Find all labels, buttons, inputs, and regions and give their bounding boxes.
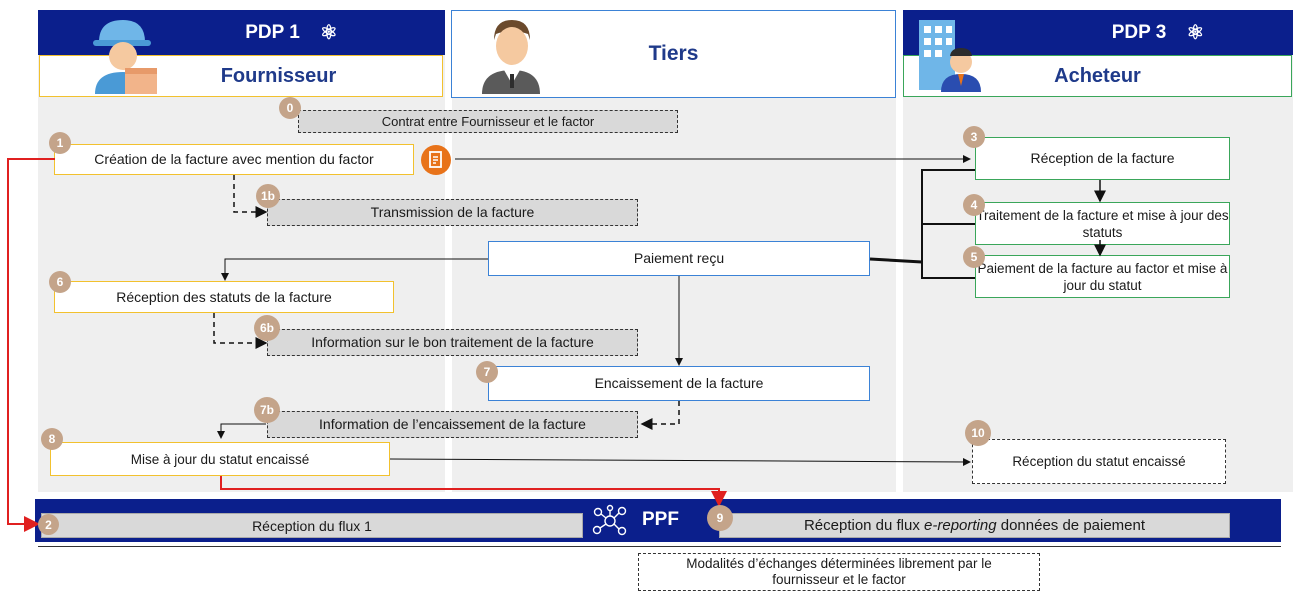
step-1-text: Création de la facture avec mention du f… — [94, 151, 374, 167]
paiement-recu-text: Paiement reçu — [633, 250, 725, 266]
pdp1-title: PDP 1 — [245, 21, 300, 43]
pdp1-header: PDP 1 ⚛ — [38, 10, 445, 55]
step-5-box: Paiement de la facture au factor et mise… — [975, 255, 1230, 298]
step-7-text: Encaissement de la facture — [594, 375, 764, 391]
step-2-badge: 2 — [38, 514, 59, 535]
step-9-badge: 9 — [707, 505, 733, 531]
tiers-label: Tiers — [648, 42, 699, 65]
acheteur-label: Acheteur — [1054, 64, 1141, 87]
step-9-box: Réception du flux e-reporting données de… — [719, 513, 1230, 538]
step-3-badge: 3 — [963, 126, 985, 148]
step-7-box: Encaissement de la facture — [488, 366, 870, 401]
ppf-label: PPF — [642, 509, 679, 530]
step-6b-badge: 6b — [254, 315, 280, 341]
step-10-badge: 10 — [965, 420, 991, 446]
step-2-box: Réception du flux 1 — [41, 513, 583, 538]
step-2-text: Réception du flux 1 — [252, 517, 372, 534]
step-6-text: Réception des statuts de la facture — [116, 288, 332, 305]
step-10-box: Réception du statut encaissé — [972, 439, 1226, 484]
footer-divider — [38, 546, 1281, 547]
step-3-box: Réception de la facture — [975, 137, 1230, 180]
step-9-text-em: e-reporting — [924, 517, 997, 534]
document-icon — [421, 145, 451, 175]
step-7-badge: 7 — [476, 361, 498, 383]
step-5-badge: 5 — [963, 246, 985, 268]
pdp3-title: PDP 3 — [1111, 21, 1167, 43]
step-7b-box: Information de l’encaissement de la fact… — [267, 411, 638, 438]
network-icon — [592, 504, 628, 543]
paiement-recu-box: Paiement reçu — [488, 241, 870, 276]
step-1-box: Création de la facture avec mention du f… — [54, 144, 414, 175]
fournisseur-label: Fournisseur — [220, 64, 337, 87]
buyer-person-icon — [919, 20, 981, 92]
step-7b-badge: 7b — [254, 397, 280, 423]
step-0-badge: 0 — [279, 97, 301, 119]
atom-icon: ⚛ — [319, 22, 338, 44]
step-8-box: Mise à jour du statut encaissé — [50, 442, 390, 476]
step-6b-box: Information sur le bon traitement de la … — [267, 329, 638, 356]
step-7b-text: Information de l’encaissement de la fact… — [319, 416, 586, 432]
step-9-text-before: Réception du flux — [803, 517, 925, 534]
step-0-text: Contrat entre Fournisseur et le factor — [381, 114, 595, 129]
note-text: Modalités d’échanges déterminées libreme… — [686, 556, 992, 587]
step-4-box: Traitement de la facture et mise à jour … — [975, 202, 1230, 245]
step-10-text: Réception du statut encaissé — [1012, 454, 1186, 469]
step-1b-box: Transmission de la facture — [267, 199, 638, 226]
step-6-badge: 6 — [49, 271, 71, 293]
step-1b-badge: 1b — [256, 184, 280, 208]
step-8-badge: 8 — [41, 428, 63, 450]
step-4-text: Traitement de la facture et mise à jour … — [976, 207, 1229, 240]
step-6-box: Réception des statuts de la facture — [54, 281, 394, 313]
step-5-text: Paiement de la facture au factor et mise… — [977, 260, 1228, 293]
step-1-badge: 1 — [49, 132, 71, 154]
step-0-box: Contrat entre Fournisseur et le factor — [298, 110, 678, 133]
step-6b-text: Information sur le bon traitement de la … — [311, 334, 594, 350]
supplier-person-icon — [93, 20, 157, 94]
step-8-text: Mise à jour du statut encaissé — [130, 451, 310, 467]
note-box: Modalités d’échanges déterminées libreme… — [638, 553, 1040, 591]
step-1b-text: Transmission de la facture — [370, 204, 535, 220]
step-3-text: Réception de la facture — [1030, 150, 1175, 166]
third-party-person-icon — [482, 20, 540, 94]
atom-icon: ⚛ — [1186, 22, 1205, 44]
pdp3-header: PDP 3 ⚛ — [903, 10, 1293, 55]
step-4-badge: 4 — [963, 194, 985, 216]
step-9-text-after: données de paiement — [996, 517, 1146, 534]
